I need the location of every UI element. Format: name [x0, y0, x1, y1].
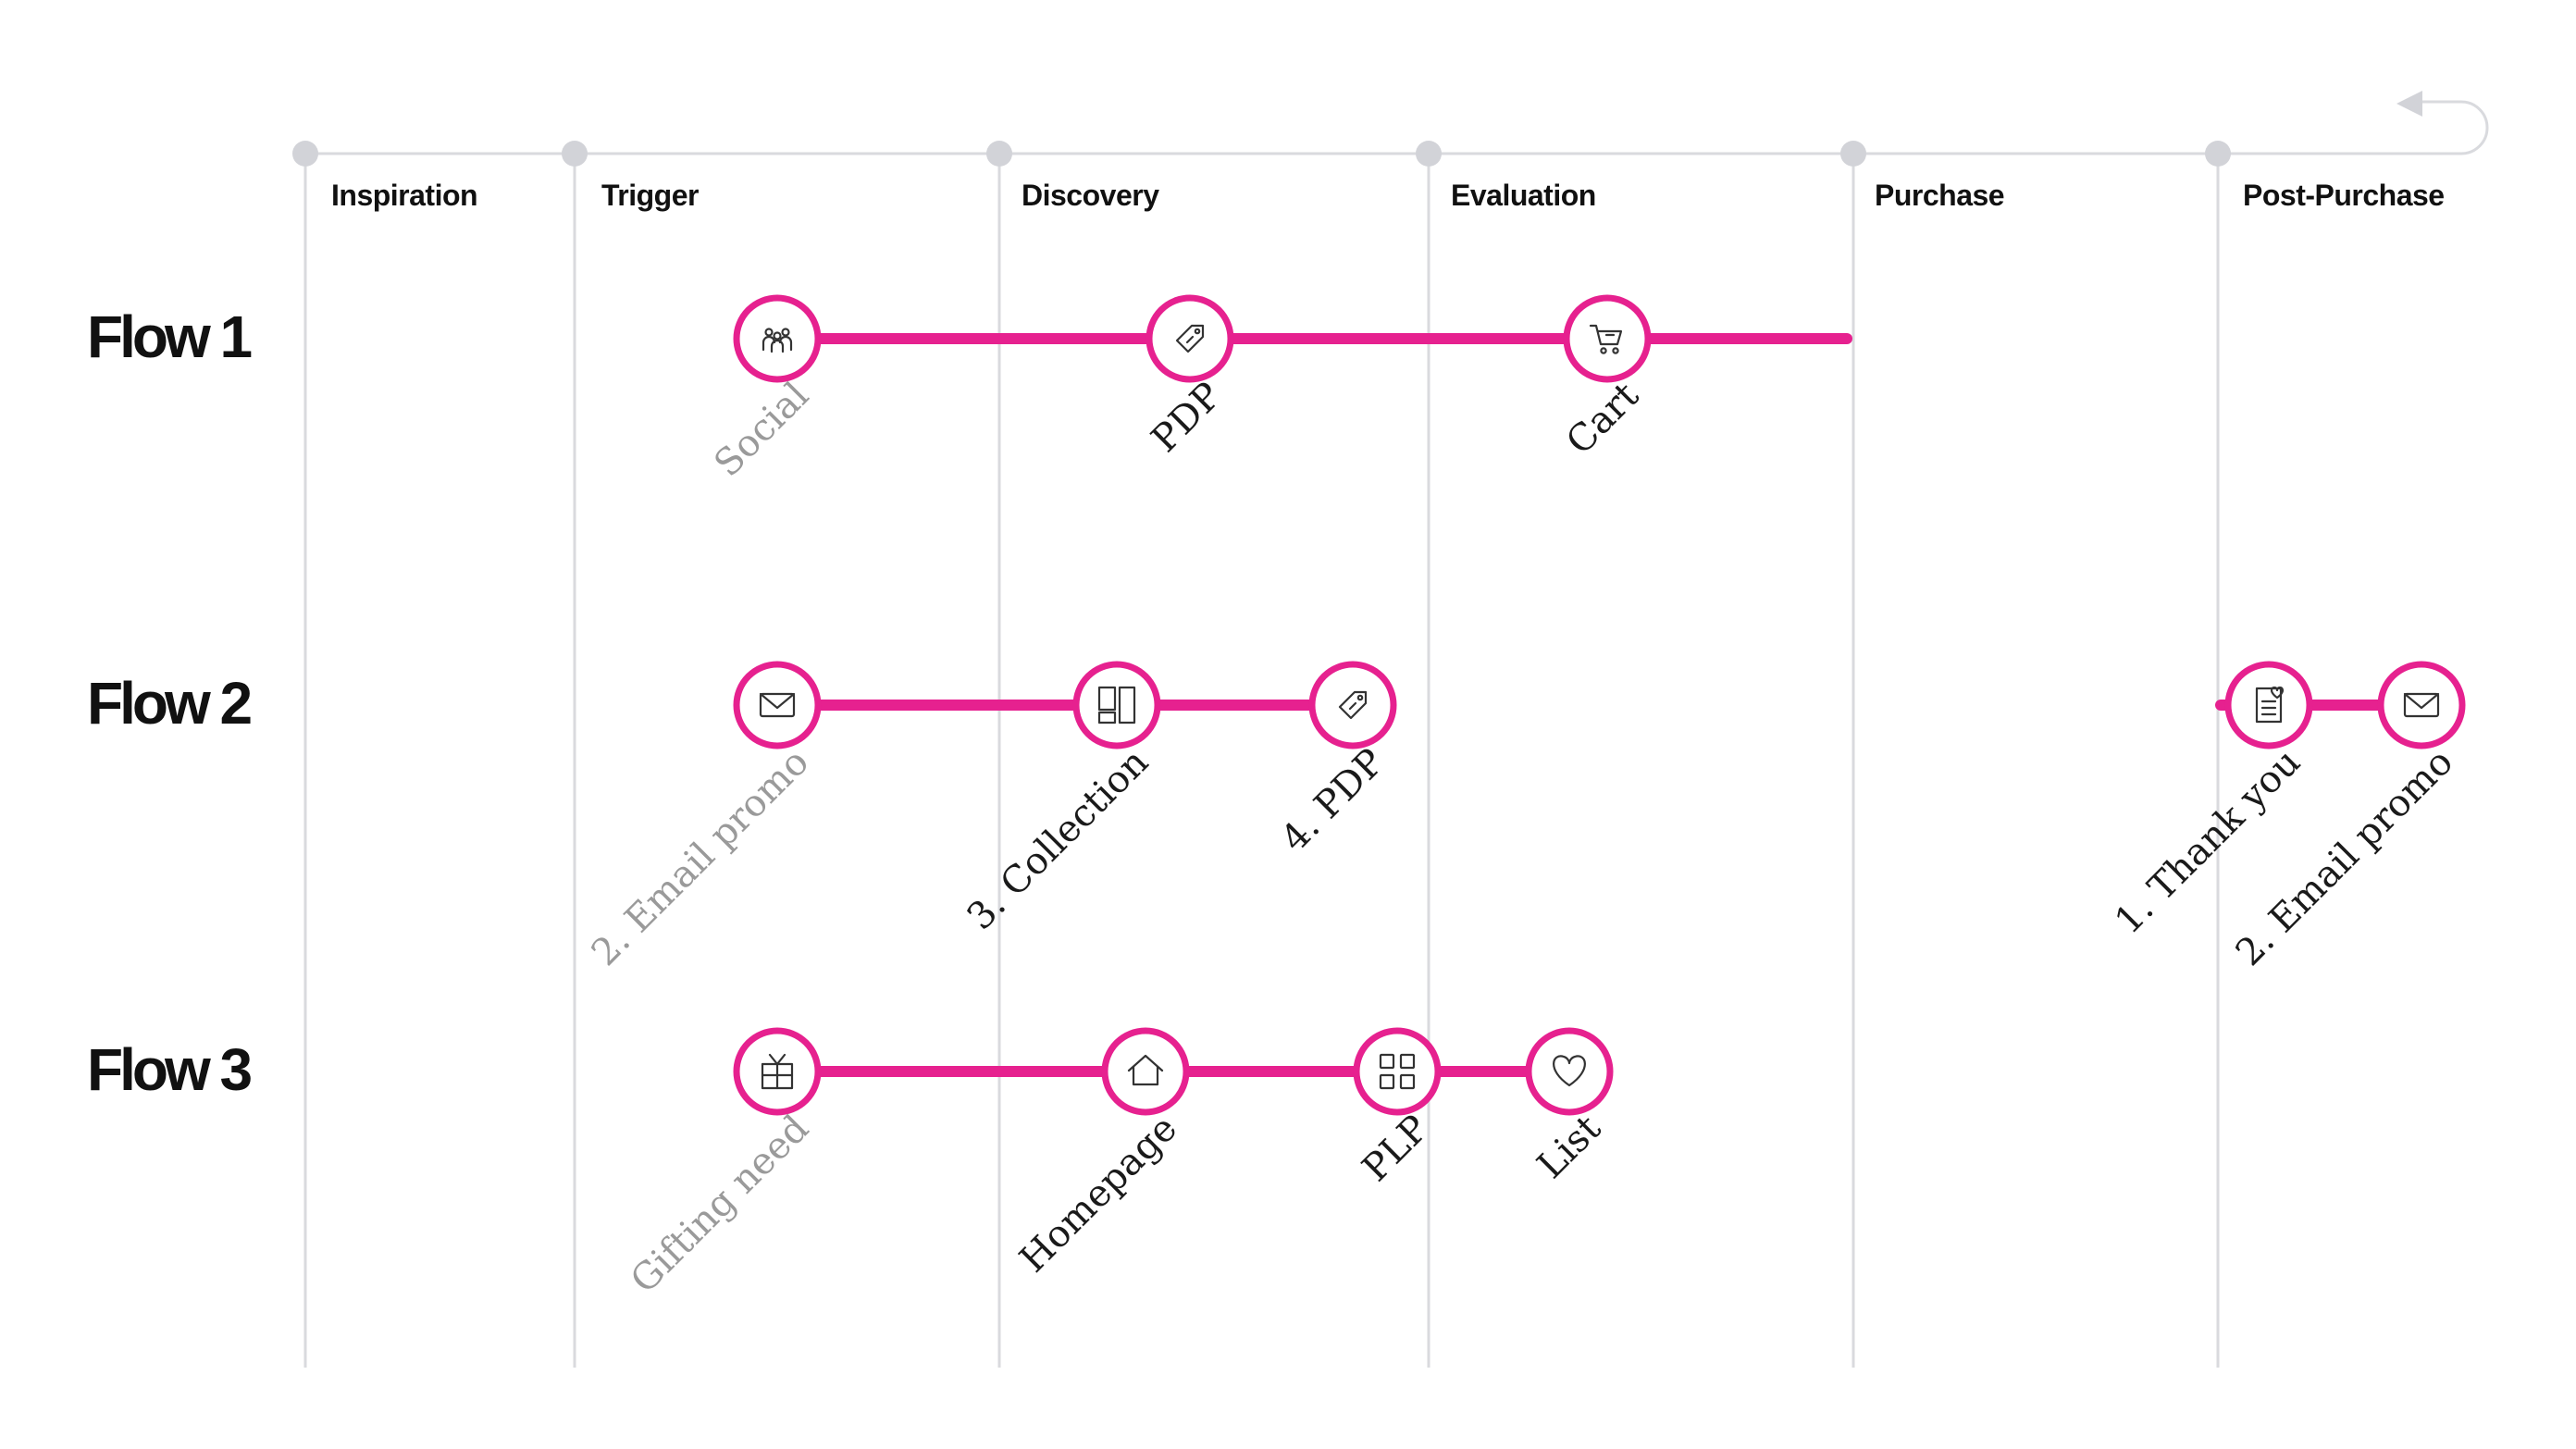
step-label: Social: [706, 375, 817, 486]
flow-2-step-email-promo[interactable]: 2. Email promo: [584, 661, 822, 974]
stage-label-trigger: Trigger: [601, 179, 699, 212]
stage-dot: [1416, 141, 1442, 167]
stage-dot: [292, 141, 318, 167]
stage-label-purchase: Purchase: [1875, 179, 2004, 212]
flow-1-path: Social PDP Cart: [706, 294, 1852, 486]
step-label: Gifting need: [623, 1108, 817, 1302]
flow-2-label: Flow 2: [87, 670, 252, 737]
stage-dot: [562, 141, 588, 167]
flow-2-step-pdp[interactable]: 4. PDP: [1273, 661, 1397, 861]
flow-1-label: Flow 1: [87, 303, 252, 370]
step-label: Cart: [1558, 375, 1647, 464]
step-label: PDP: [1144, 375, 1230, 461]
flow-1-step-social[interactable]: Social: [706, 294, 822, 486]
stage-label-inspiration: Inspiration: [331, 179, 477, 212]
loop-back-arc: [2420, 100, 2489, 155]
step-label: 2. Email promo: [584, 741, 817, 974]
flow-3-label: Flow 3: [87, 1036, 252, 1103]
flow-2-path: 2. Email promo 3. Collection 4. PDP 1. T…: [584, 661, 2466, 974]
stage-dot: [1840, 141, 1866, 167]
step-label: 3. Collection: [960, 741, 1158, 939]
step-label: List: [1530, 1108, 1609, 1187]
stage-columns: Inspiration Trigger Discovery Evaluation…: [292, 141, 2445, 1368]
loop-back-arrow-icon: [2396, 91, 2422, 117]
stage-label-discovery: Discovery: [1022, 179, 1159, 212]
flow-1-step-cart[interactable]: Cart: [1558, 294, 1652, 464]
stage-dot: [2205, 141, 2231, 167]
flow-1-step-pdp[interactable]: PDP: [1144, 294, 1234, 461]
flow-3-step-gifting-need[interactable]: Gifting need: [623, 1027, 822, 1302]
stage-label-evaluation: Evaluation: [1451, 179, 1596, 212]
flow-3-path: Gifting need Homepage PLP List: [623, 1027, 1614, 1302]
stage-dot: [986, 141, 1012, 167]
step-label: PLP: [1355, 1108, 1437, 1190]
flow-3-step-plp[interactable]: PLP: [1353, 1027, 1442, 1190]
step-label: Homepage: [1011, 1108, 1185, 1282]
flow-3-step-list[interactable]: List: [1525, 1027, 1614, 1187]
stage-label-post-purchase: Post-Purchase: [2243, 179, 2445, 212]
step-label: 4. PDP: [1273, 741, 1393, 861]
